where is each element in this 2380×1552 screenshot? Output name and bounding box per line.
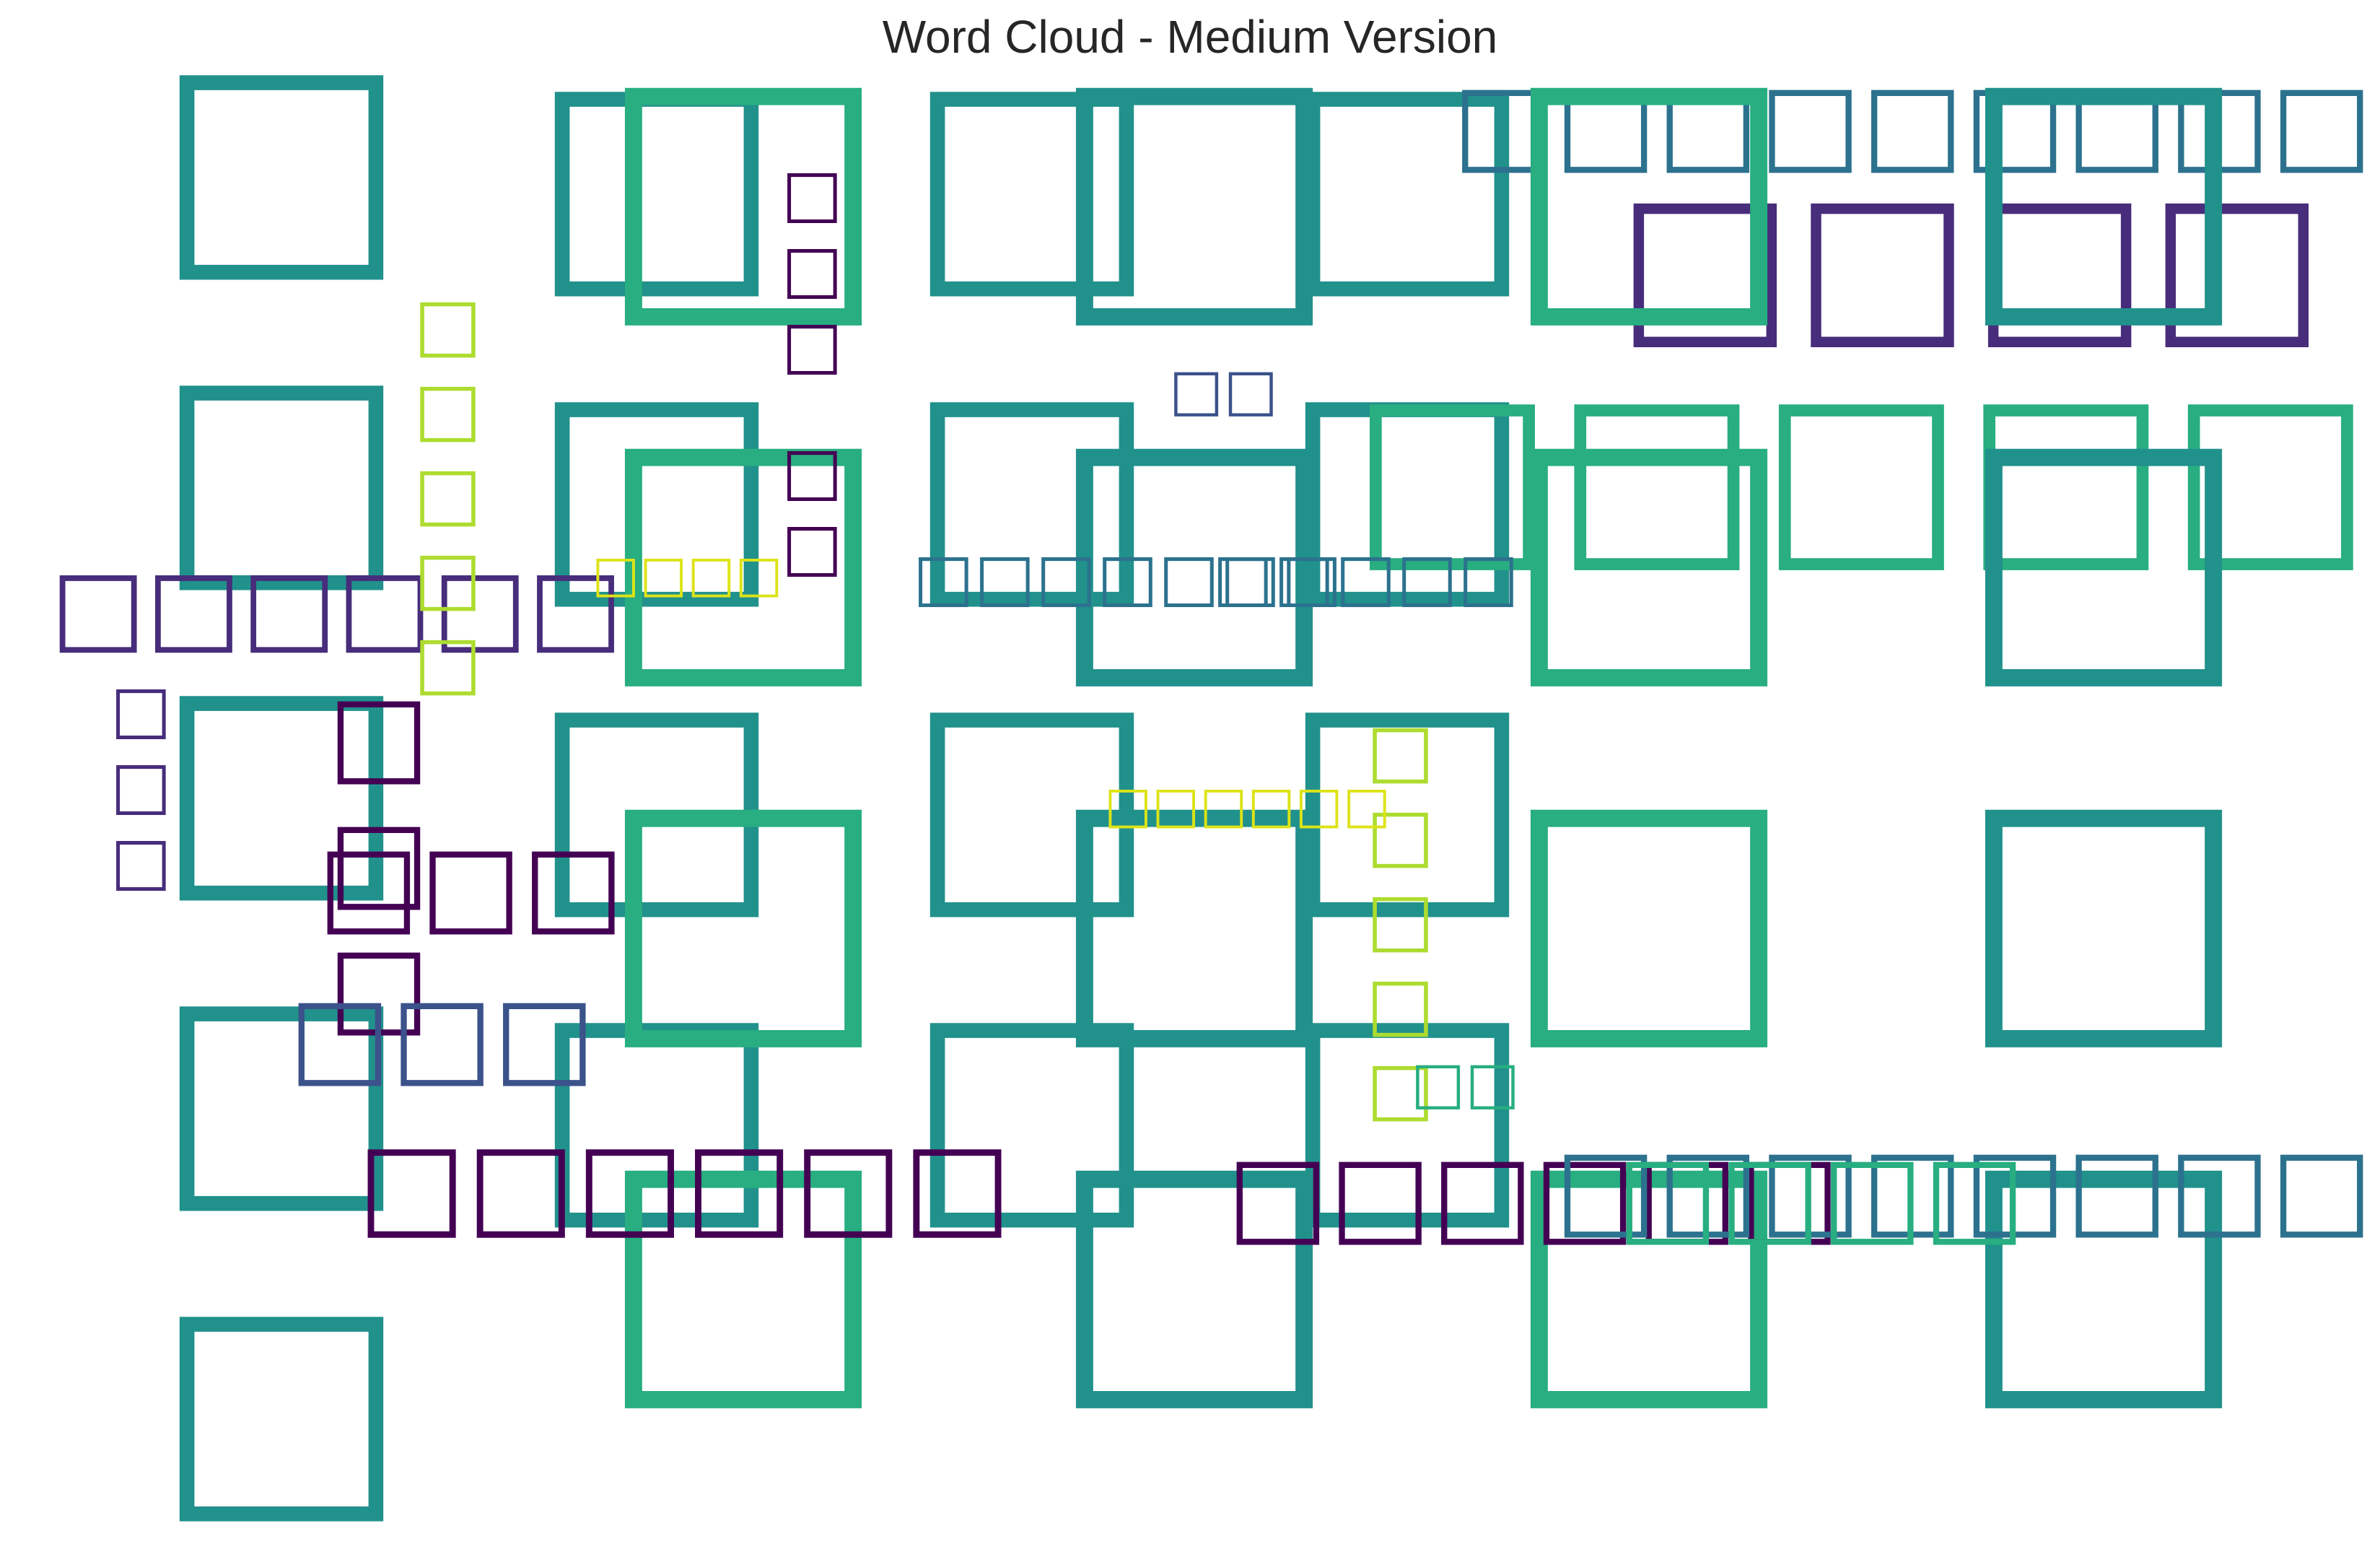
word-cloud-word: □□□ xyxy=(774,155,850,383)
word-cloud-word: □□□□ xyxy=(1252,17,1562,1258)
word-cloud-word: □□□□ xyxy=(502,17,812,1258)
word-cloud-word: □□□□ xyxy=(1469,0,1829,1444)
word-cloud-word: □□□ xyxy=(289,973,596,1099)
word-cloud-word: □□□□□□ xyxy=(357,1116,1012,1251)
word-cloud-word: □□□□□□□□ xyxy=(1554,1125,2373,1250)
word-cloud-word: □□□□ xyxy=(563,0,924,1444)
word-cloud-word: □□□□□□ xyxy=(51,547,624,665)
word-cloud-word: □□□□ xyxy=(1616,1132,2026,1257)
word-cloud-word: □□□□ xyxy=(877,17,1187,1258)
page-title: Word Cloud - Medium Version xyxy=(882,11,1498,63)
word-cloud-word: □□□□ xyxy=(592,544,783,603)
word-cloud-word: □□□□□ xyxy=(406,282,490,704)
word-cloud-word: □□□□□□ xyxy=(1104,775,1391,834)
word-cloud-word: □□ xyxy=(1411,1049,1521,1116)
word-cloud-word: □□□□□□ xyxy=(1227,1132,1841,1257)
word-cloud-word: □□□□ xyxy=(1923,0,2284,1444)
word-cloud-word: □□ xyxy=(774,433,850,585)
word-cloud-word: □□□ xyxy=(318,821,625,947)
word-cloud-word: □□□ xyxy=(316,671,442,1048)
word-cloud-word: □□□□□□□□□ xyxy=(1452,60,2373,186)
word-cloud-word: □□□□□ xyxy=(1212,539,1520,615)
word-cloud-word: □□□ xyxy=(103,671,179,899)
word-cloud-word: □□□□□ xyxy=(1349,343,2373,595)
word-cloud-word: □□ xyxy=(1169,356,1279,423)
word-cloud-word: □□□□□ xyxy=(1358,707,1443,1130)
word-cloud-word: □□□□ xyxy=(1014,0,1375,1444)
word-cloud-canvas: □□□□□□□□□□□□□□□□□□□□□□□□□□□□□□□□□□□□□□□□… xyxy=(51,0,2373,1552)
word-cloud-word: □□□□ xyxy=(1616,151,2326,369)
word-cloud-word: □□□□□□□ xyxy=(913,539,1343,615)
